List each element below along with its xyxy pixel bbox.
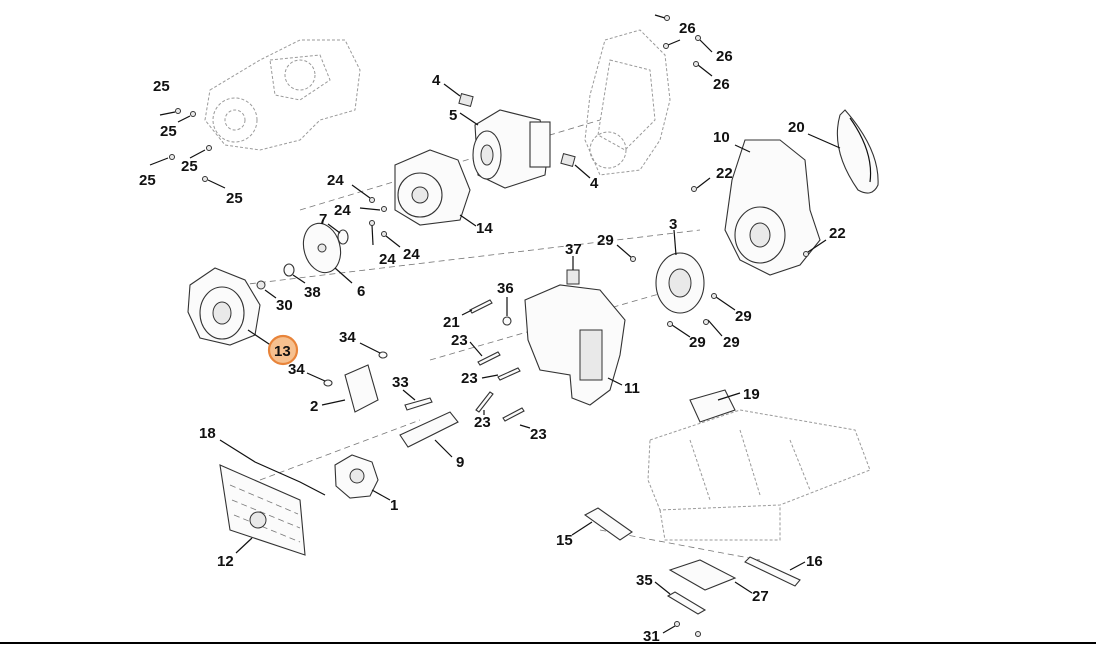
part-5-motor	[459, 109, 551, 189]
callout-25[interactable]: 25	[160, 123, 177, 140]
part-4-clips	[443, 83, 591, 179]
callout-23[interactable]: 23	[451, 332, 468, 349]
callout-11[interactable]: 11	[624, 380, 640, 397]
callout-10[interactable]: 10	[713, 129, 730, 146]
part-31-screws	[662, 621, 701, 637]
callout-26[interactable]: 26	[679, 20, 696, 37]
selected-part-highlight[interactable]	[267, 334, 299, 366]
callout-22[interactable]: 22	[829, 225, 846, 242]
callout-4[interactable]: 4	[432, 72, 441, 89]
part-27-plate	[668, 559, 753, 594]
part-36-washer	[502, 297, 512, 326]
callout-23[interactable]: 23	[461, 370, 478, 387]
part-1-impeller	[334, 454, 391, 501]
part-9-shaft	[399, 411, 459, 458]
callout-2[interactable]: 2	[310, 398, 318, 415]
callout-24[interactable]: 24	[327, 172, 344, 189]
base-frame	[647, 409, 871, 541]
callout-5[interactable]: 5	[449, 107, 457, 124]
callout-1[interactable]: 1	[390, 497, 398, 514]
part-21-bolt	[461, 299, 493, 316]
screws-22	[691, 177, 827, 257]
callout-7[interactable]: 7	[319, 211, 327, 228]
part-38-oring	[283, 263, 306, 284]
callout-38[interactable]: 38	[304, 284, 321, 301]
part-11-frame	[524, 284, 626, 406]
callout-26[interactable]: 26	[713, 76, 730, 93]
part-35-strip	[654, 581, 707, 615]
screws-26	[654, 14, 713, 77]
part-37-plug	[566, 256, 580, 285]
callout-29[interactable]: 29	[689, 334, 706, 351]
callout-24[interactable]: 24	[379, 251, 396, 268]
callout-labels: 25 25 25 25 25 26 26 26 4 4 5 10 20 22 2…	[139, 20, 846, 645]
callout-30[interactable]: 30	[276, 297, 293, 314]
callout-18[interactable]: 18	[199, 425, 216, 442]
part-19-nozzle	[689, 389, 741, 423]
part-14-fan-housing	[394, 149, 477, 227]
callout-23[interactable]: 23	[530, 426, 547, 443]
part-33-pin	[402, 389, 433, 411]
callout-15[interactable]: 15	[556, 532, 573, 549]
callout-29[interactable]: 29	[597, 232, 614, 249]
callout-31[interactable]: 31	[643, 628, 660, 645]
callout-26[interactable]: 26	[716, 48, 733, 65]
part-3-gear	[655, 229, 705, 314]
callout-20[interactable]: 20	[788, 119, 805, 136]
callout-9[interactable]: 9	[456, 454, 464, 471]
part-13-cover	[187, 267, 273, 347]
part-10-belt-housing	[724, 139, 821, 276]
screws-29	[616, 244, 736, 338]
part-15-bracket	[571, 507, 633, 541]
callout-27[interactable]: 27	[752, 588, 769, 605]
part-16-rail	[744, 556, 806, 587]
callout-25[interactable]: 25	[181, 158, 198, 175]
callout-25[interactable]: 25	[153, 78, 170, 95]
callout-21[interactable]: 21	[443, 314, 460, 331]
callout-34[interactable]: 34	[288, 361, 305, 378]
callout-24[interactable]: 24	[334, 202, 351, 219]
part-18-wire	[219, 439, 326, 496]
callout-12[interactable]: 12	[217, 553, 234, 570]
callout-19[interactable]: 19	[743, 386, 760, 403]
callout-37[interactable]: 37	[565, 241, 582, 258]
screws-24	[351, 184, 401, 248]
part-34-orings	[306, 342, 388, 387]
callout-3[interactable]: 3	[669, 216, 677, 233]
screws-23	[469, 341, 531, 429]
callout-6[interactable]: 6	[357, 283, 365, 300]
callout-22[interactable]: 22	[716, 165, 733, 182]
callout-14[interactable]: 14	[476, 220, 493, 237]
part-12-grille	[219, 464, 306, 556]
callout-23[interactable]: 23	[474, 414, 491, 431]
callout-4[interactable]: 4	[590, 175, 599, 192]
callout-36[interactable]: 36	[497, 280, 514, 297]
screws-25	[149, 108, 226, 189]
ghost-motor-housing	[204, 39, 361, 151]
callout-33[interactable]: 33	[392, 374, 409, 391]
part-6-impeller-disc	[302, 222, 353, 284]
callout-35[interactable]: 35	[636, 572, 653, 589]
callout-29[interactable]: 29	[723, 334, 740, 351]
callout-16[interactable]: 16	[806, 553, 823, 570]
callout-25[interactable]: 25	[226, 190, 243, 207]
callout-24[interactable]: 24	[403, 246, 420, 263]
part-7-washer	[327, 223, 349, 245]
callout-25[interactable]: 25	[139, 172, 156, 189]
ghost-gear-housing	[584, 29, 671, 176]
callout-34[interactable]: 34	[339, 329, 356, 346]
part-2-flap	[321, 364, 379, 413]
part-20-belt	[807, 109, 879, 194]
part-30-nut	[256, 280, 277, 299]
callout-13[interactable]: 13	[274, 343, 291, 360]
callout-29[interactable]: 29	[735, 308, 752, 325]
